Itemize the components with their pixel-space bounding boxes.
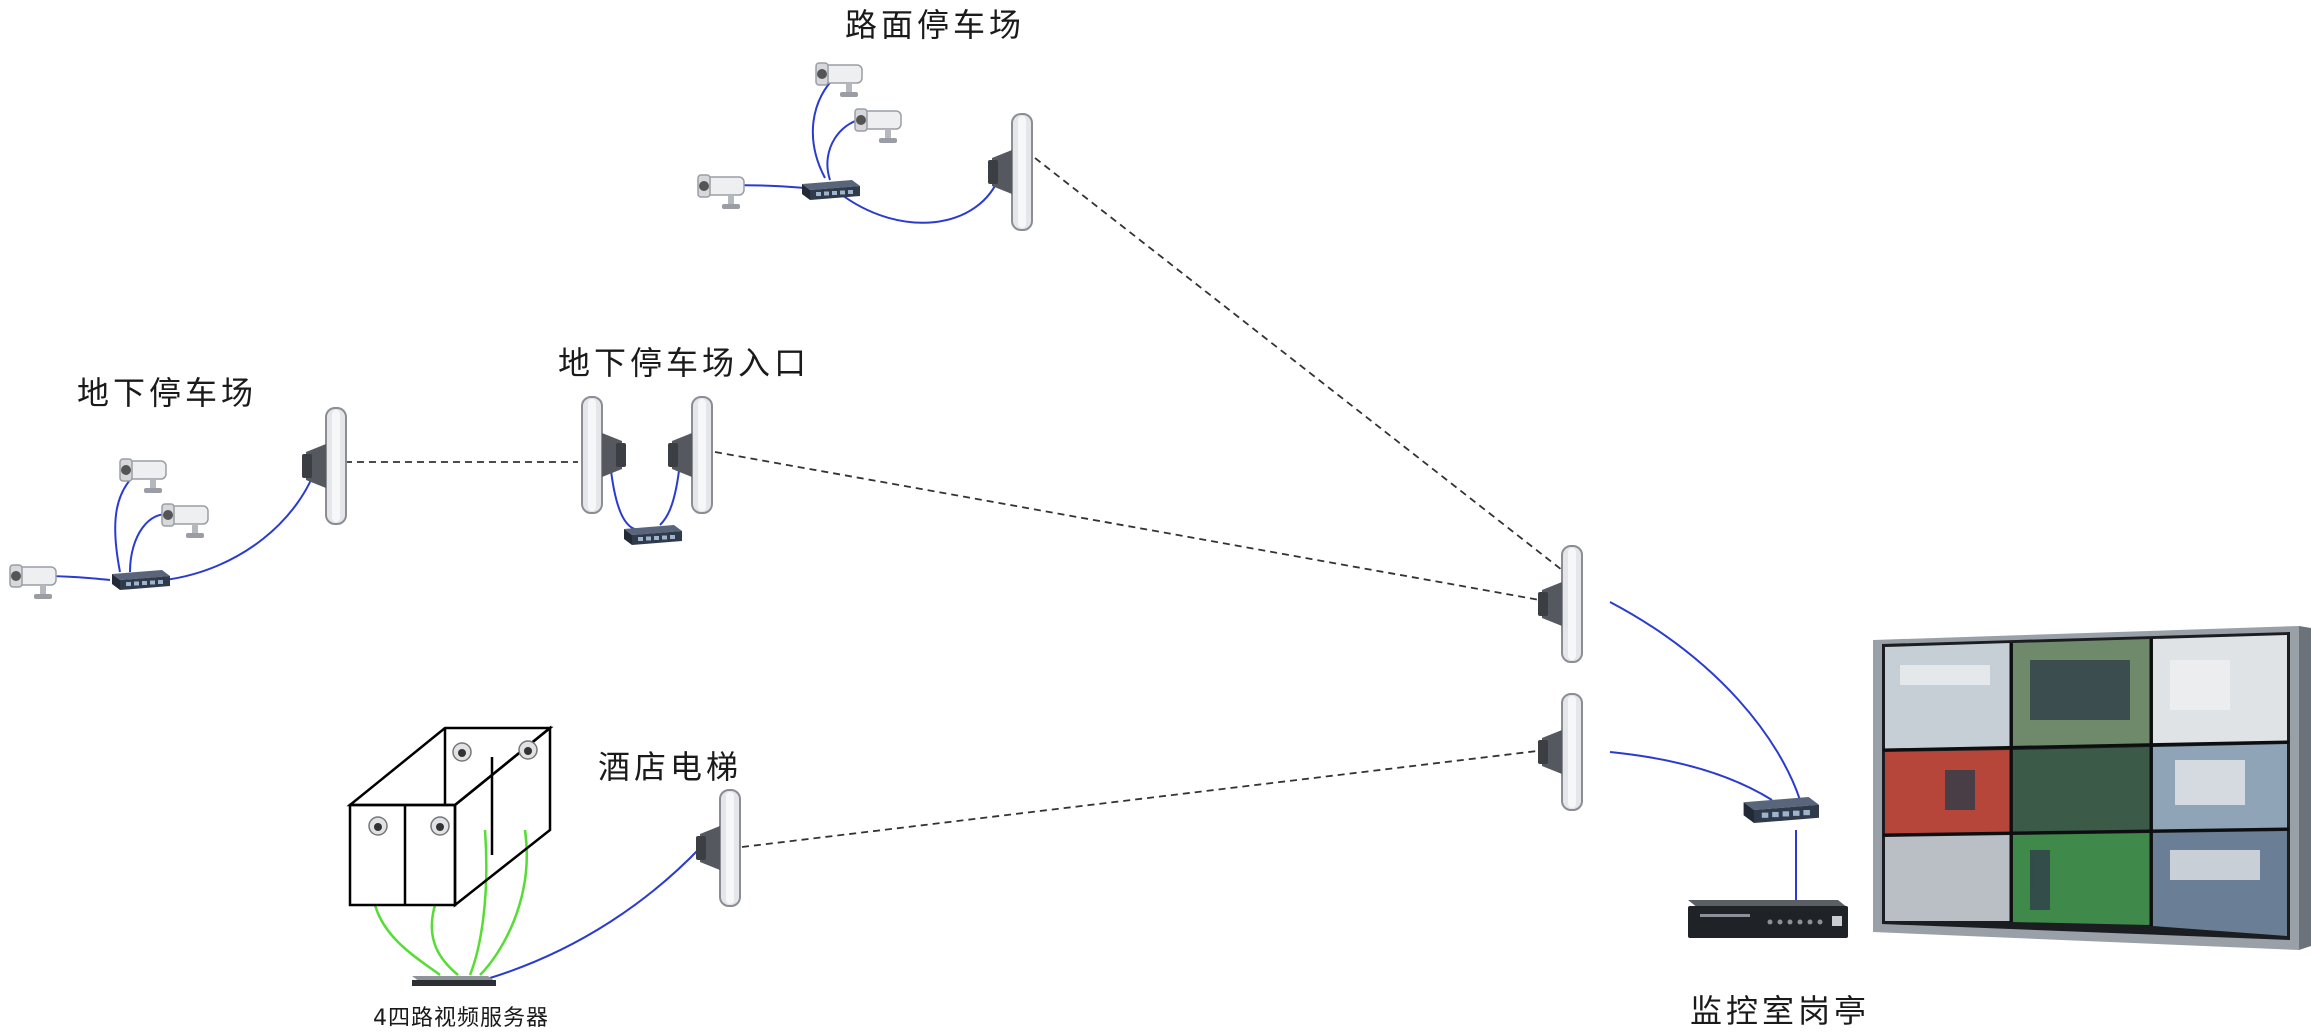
dome-camera-icon — [452, 742, 472, 762]
wireless-bridge-icon — [301, 407, 347, 525]
bullet-camera-icon — [119, 458, 167, 494]
poe-switch-icon — [1743, 797, 1819, 823]
wireless-bridge-icon — [581, 396, 627, 514]
label-hotel-elevator: 酒店电梯 — [598, 748, 743, 786]
wireless-bridge-icon — [695, 789, 741, 907]
label-underground-entrance: 地下停车场入口 — [558, 344, 811, 382]
video-wall-icon — [1873, 626, 2311, 950]
cables-green — [373, 829, 528, 977]
dome-camera-icon — [368, 816, 388, 836]
elevator-box-side — [453, 725, 552, 908]
bullet-camera-icon — [697, 174, 745, 210]
video-server-icon — [412, 976, 496, 986]
link-elevator-to-monitor — [741, 747, 1563, 848]
cables-blue — [39, 73, 1801, 979]
wireless-bridge-icon — [1537, 545, 1583, 663]
elevator-cameras — [368, 740, 538, 836]
bullet-camera-icon — [9, 564, 57, 600]
label-surface-parking: 路面停车场 — [845, 6, 1026, 44]
link-surface-to-monitor — [1034, 157, 1563, 571]
bullet-camera-icon — [854, 108, 902, 144]
poe-switch-icon — [112, 570, 170, 590]
surface-parking-group — [697, 62, 1033, 231]
elevator-box-top — [346, 726, 554, 807]
dome-camera-icon — [518, 740, 538, 760]
wireless-bridge-icon — [1537, 693, 1583, 811]
poe-switch-icon — [802, 180, 860, 200]
label-underground-parking: 地下停车场 — [77, 374, 258, 412]
wireless-bridge-icon — [987, 113, 1033, 231]
underground-parking-group — [9, 407, 347, 600]
hotel-elevator-group — [346, 725, 554, 908]
monitoring-room-group — [1537, 545, 2311, 950]
bullet-camera-icon — [161, 503, 209, 539]
nvr-recorder-icon — [1688, 900, 1848, 938]
dome-camera-icon — [430, 816, 450, 836]
link-entrance-to-monitor — [714, 451, 1563, 605]
label-video-server: 4四路视频服务器 — [373, 1006, 549, 1031]
label-monitoring-room: 监控室岗亭 — [1690, 992, 1871, 1030]
wireless-links — [345, 157, 1563, 848]
underground-entrance-group — [581, 396, 713, 545]
